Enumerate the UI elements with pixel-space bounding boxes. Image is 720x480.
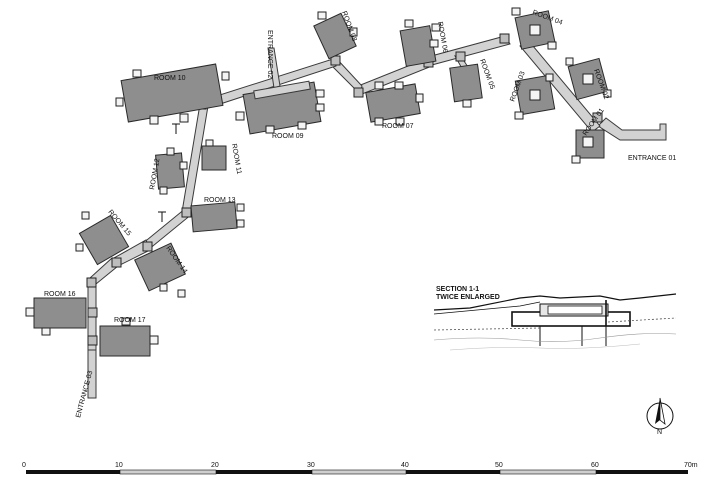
room-11 (201, 139, 227, 171)
room-08 (313, 11, 358, 60)
scale-tick-50: 50 (495, 462, 503, 469)
label-entrance-01: ENTRANCE 01 (628, 155, 676, 162)
room-17 (99, 317, 159, 357)
label-room-10: ROOM 10 (154, 75, 186, 82)
section-inset: SECTION 1-1 TWICE ENLARGED (433, 286, 677, 351)
room-09 (235, 80, 325, 135)
room-14 (134, 242, 186, 298)
room-06 (399, 19, 441, 67)
scale-tick-60: 60 (591, 462, 599, 469)
north-arrow: N (646, 397, 674, 436)
scale-tick-40: 40 (401, 462, 409, 469)
label-room-17: ROOM 17 (114, 317, 146, 324)
room-10 (115, 63, 230, 125)
room-05 (449, 63, 483, 108)
room-02 (565, 57, 612, 101)
room-07 (365, 81, 424, 126)
room-03 (514, 73, 556, 120)
label-room-09: ROOM 09 (272, 133, 304, 140)
scale-tick-70: 70m (684, 462, 698, 469)
label-room-06: ROOM 06 (436, 21, 448, 53)
section-marks (158, 123, 180, 222)
room-16 (25, 297, 87, 336)
section-title: SECTION 1-1 (436, 286, 479, 293)
label-room-13: ROOM 13 (204, 197, 236, 204)
room-04 (511, 7, 557, 50)
room-13 (190, 201, 245, 233)
scale-tick-20: 20 (211, 462, 219, 469)
scale-tick-30: 30 (307, 462, 315, 469)
room-15 (75, 211, 130, 266)
section-subtitle: TWICE ENLARGED (436, 294, 500, 301)
scale-bar: 0 10 20 30 40 50 60 70m (22, 462, 698, 475)
north-letter: N (657, 429, 662, 436)
room-01 (571, 129, 605, 164)
scale-tick-10: 10 (115, 462, 123, 469)
label-room-11: ROOM 11 (230, 143, 242, 175)
label-room-16: ROOM 16 (44, 291, 76, 298)
room-12 (155, 147, 188, 195)
scale-tick-0: 0 (22, 462, 26, 469)
label-entrance-02: ENTRANCE 02 (266, 30, 273, 78)
label-room-07: ROOM 07 (382, 123, 414, 130)
